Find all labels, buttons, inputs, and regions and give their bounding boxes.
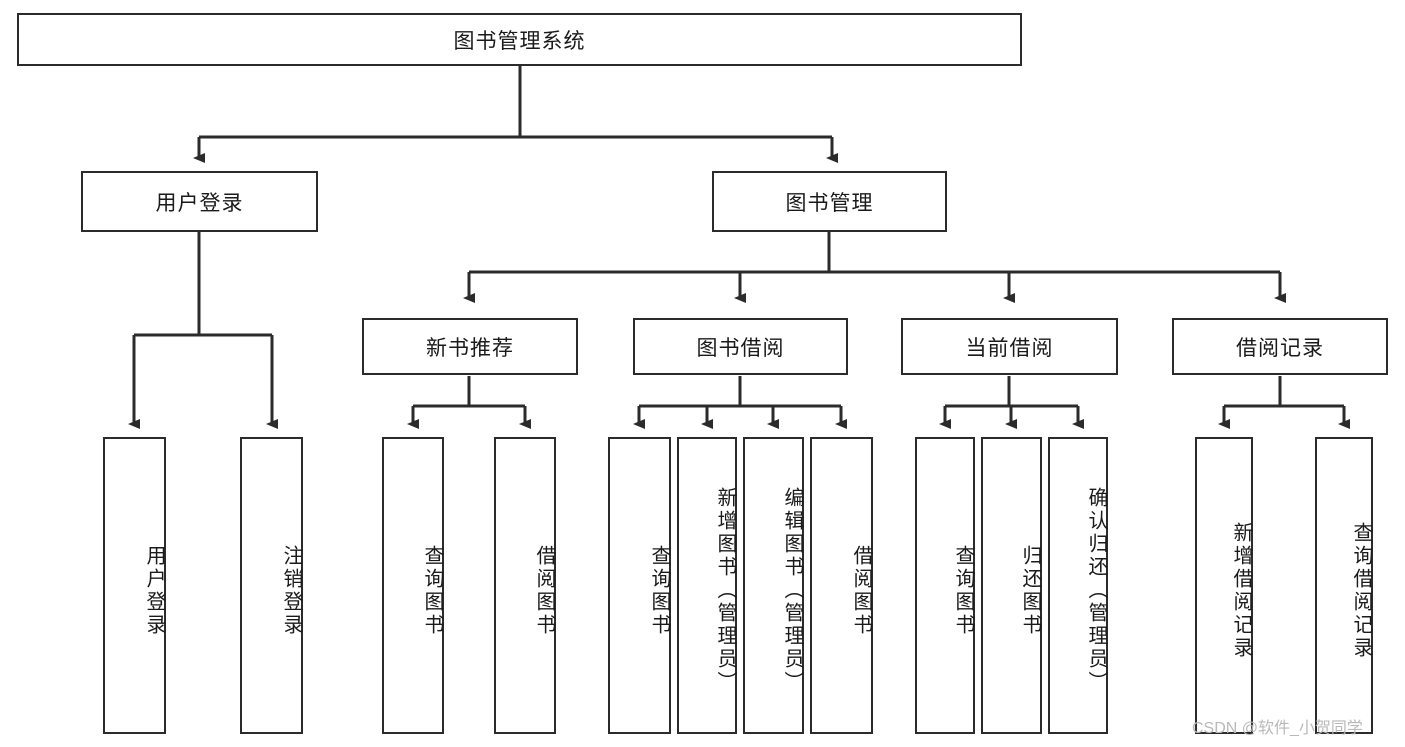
node-label: 新增图书（管理员）: [714, 487, 736, 694]
node-book-management[interactable]: 图书管理: [712, 171, 947, 232]
node-root-library-system[interactable]: 图书管理系统: [17, 13, 1022, 66]
node-label: 注销登录: [280, 544, 302, 637]
leaf-user-login-signin[interactable]: 用户登录: [103, 437, 166, 734]
node-book-borrow[interactable]: 图书借阅: [633, 318, 848, 375]
leaf-current-return-book[interactable]: 归还图书: [981, 437, 1042, 734]
node-current-borrow[interactable]: 当前借阅: [901, 318, 1118, 375]
node-label: 查询借阅记录: [1350, 521, 1372, 660]
leaf-current-confirm-return-admin[interactable]: 确认归还（管理员）: [1048, 437, 1108, 734]
node-label: 用户登录: [143, 544, 165, 637]
node-label: 新增借阅记录: [1230, 521, 1252, 660]
leaf-user-login-signout[interactable]: 注销登录: [240, 437, 303, 734]
leaf-new-book-borrow[interactable]: 借阅图书: [494, 437, 556, 734]
node-label: 查询图书: [648, 544, 670, 637]
node-label: 借阅图书: [850, 544, 872, 637]
leaf-new-book-query[interactable]: 查询图书: [382, 437, 444, 734]
node-label: 归还图书: [1019, 544, 1041, 637]
node-new-book-recommend[interactable]: 新书推荐: [362, 318, 578, 375]
node-label: 新书推荐: [426, 336, 514, 360]
leaf-current-query-book[interactable]: 查询图书: [915, 437, 975, 734]
node-label: 查询图书: [421, 544, 443, 637]
leaf-record-query-record[interactable]: 查询借阅记录: [1315, 437, 1373, 734]
leaf-borrow-edit-book-admin[interactable]: 编辑图书（管理员）: [743, 437, 804, 734]
node-label: 用户登录: [155, 191, 244, 215]
node-label: 借阅记录: [1236, 336, 1324, 360]
node-label: 确认归还（管理员）: [1085, 487, 1107, 694]
node-label: 图书管理系统: [453, 29, 586, 53]
node-label: 借阅图书: [533, 544, 555, 637]
leaf-record-add-record[interactable]: 新增借阅记录: [1195, 437, 1253, 734]
node-label: 编辑图书（管理员）: [781, 487, 803, 694]
csdn-watermark: CSDN @软件_小贺同学: [1192, 720, 1363, 737]
node-borrow-record[interactable]: 借阅记录: [1172, 318, 1388, 375]
node-label: 图书管理: [785, 191, 874, 215]
node-label: 图书借阅: [696, 336, 785, 360]
node-label: 当前借阅: [965, 336, 1054, 360]
leaf-borrow-borrow-book[interactable]: 借阅图书: [810, 437, 873, 734]
node-label: 查询图书: [952, 544, 974, 637]
leaf-borrow-query-book[interactable]: 查询图书: [608, 437, 671, 734]
node-user-login[interactable]: 用户登录: [81, 171, 318, 232]
leaf-borrow-add-book-admin[interactable]: 新增图书（管理员）: [677, 437, 737, 734]
